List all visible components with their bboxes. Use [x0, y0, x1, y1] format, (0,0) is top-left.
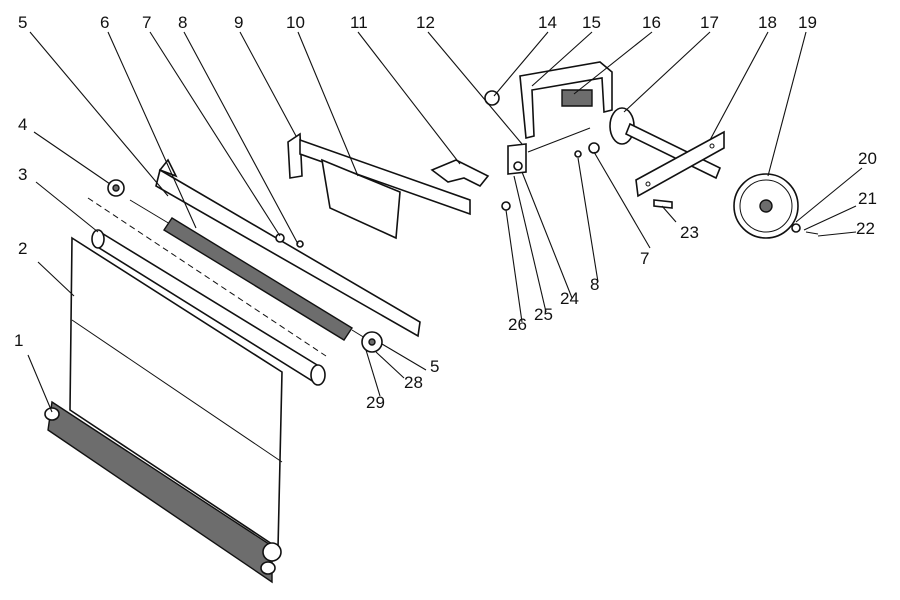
ratchet-wheel	[361, 331, 383, 353]
callout-22: 22	[856, 219, 875, 238]
callout-28: 28	[404, 373, 423, 392]
washer	[107, 179, 125, 197]
callout-10: 10	[286, 13, 305, 32]
callout-14: 14	[538, 13, 557, 32]
callout-21: 21	[858, 189, 877, 208]
callout-25: 25	[534, 305, 553, 324]
bottom-bar	[44, 400, 282, 584]
knob	[733, 173, 799, 239]
callout-labels: 1 2 3 4 5 5 6 7 7 8 8 9 10 11 12 14 15 1…	[14, 13, 877, 412]
callout-8-left: 8	[178, 13, 187, 32]
callout-11: 11	[350, 13, 368, 32]
callout-24: 24	[560, 289, 579, 308]
coil-spring	[561, 89, 593, 107]
callout-15: 15	[582, 13, 601, 32]
actuating-rod	[287, 132, 471, 240]
callout-12: 12	[416, 13, 435, 32]
callout-2: 2	[18, 239, 27, 258]
roller-tube	[87, 197, 327, 386]
leader-lines	[27, 31, 863, 413]
callout-8-right: 8	[590, 275, 599, 294]
lever	[430, 159, 490, 188]
callout-29: 29	[366, 393, 385, 412]
small-hardware	[275, 142, 819, 248]
callout-9: 9	[234, 13, 243, 32]
clamp	[507, 127, 591, 175]
callout-6: 6	[100, 13, 109, 32]
callout-7-right: 7	[640, 249, 649, 268]
callout-18: 18	[758, 13, 777, 32]
callout-17: 17	[700, 13, 719, 32]
bracket-arm	[155, 158, 421, 338]
callout-19: 19	[798, 13, 817, 32]
callout-5-top: 5	[18, 13, 27, 32]
callout-20: 20	[858, 149, 877, 168]
callout-7-left: 7	[142, 13, 151, 32]
callout-26: 26	[508, 315, 527, 334]
callout-3: 3	[18, 165, 27, 184]
callout-4: 4	[18, 115, 27, 134]
callout-1: 1	[14, 331, 23, 350]
top-bracket	[519, 61, 613, 140]
callout-16: 16	[642, 13, 661, 32]
callout-23: 23	[680, 223, 699, 242]
mounting-plate	[635, 130, 725, 198]
callout-5-right: 5	[430, 357, 439, 376]
